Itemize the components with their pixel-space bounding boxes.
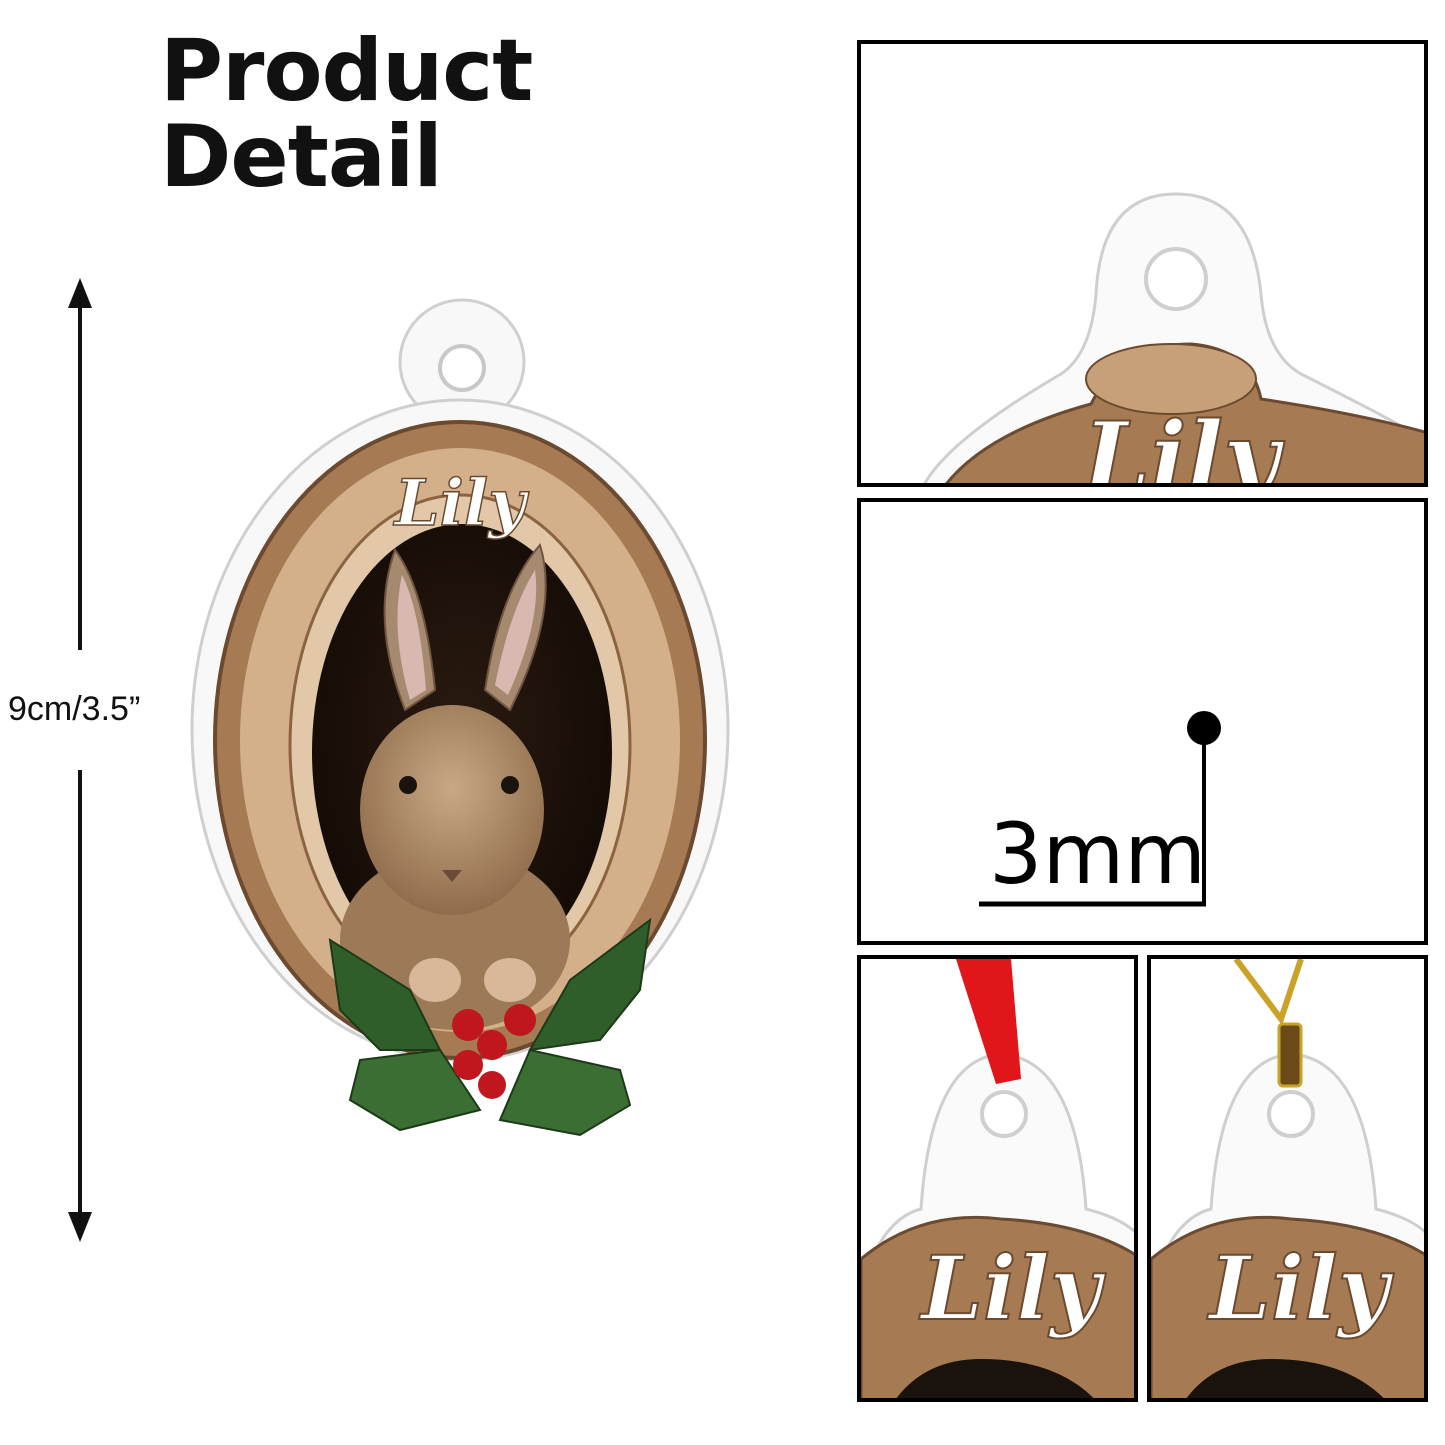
thickness-indicator	[979, 711, 1221, 907]
hanging-hole-icon	[438, 344, 486, 392]
detail-panel-ribbon: Lily	[857, 955, 1138, 1402]
top-closeup-image: Lily	[923, 192, 1424, 487]
ribbon-closeup-image: Lily	[861, 959, 1134, 1398]
thickness-label: 3mm	[989, 805, 1207, 903]
detail-panel-thickness: 3mm	[857, 498, 1428, 945]
page-title: Product Detail	[160, 21, 533, 207]
top-closeup-name-text: Lily	[1080, 401, 1285, 487]
ornament-image: Lily	[190, 298, 730, 1137]
detail-panel-top: Lily	[857, 40, 1428, 487]
height-dimension-arrow	[68, 278, 92, 1242]
cord-closeup-name-text: Lily	[1206, 1236, 1395, 1340]
holly-decoration	[328, 917, 652, 1137]
height-dimension-label: 9cm/3.5”	[8, 690, 141, 728]
detail-panel-cord: Lily	[1147, 955, 1428, 1402]
ornament-name-text: Lily	[393, 466, 530, 541]
ribbon-closeup-name-text: Lily	[918, 1236, 1107, 1340]
cord-closeup-image: Lily	[1151, 959, 1424, 1398]
